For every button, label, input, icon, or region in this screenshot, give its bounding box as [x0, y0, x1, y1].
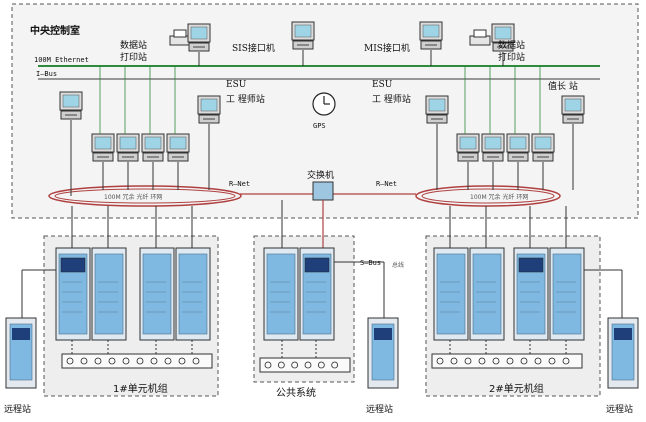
ethernet-label: 100M Ethernet — [34, 56, 89, 64]
remote-station-right-cabinet — [607, 317, 639, 389]
rnet-left-label: R—Net — [229, 180, 251, 188]
unit2-controller-cabinet-3 — [513, 247, 549, 341]
remote-station-left-label: 远程站 — [4, 405, 32, 415]
sbus-label: S—Bus — [360, 259, 382, 267]
unit1-controller-cabinet-3 — [139, 247, 175, 341]
operator-station-left-1-icon — [91, 133, 115, 162]
unit2-controller-cabinet-4 — [549, 247, 585, 341]
unit1-controller-cabinet-1 — [55, 247, 91, 341]
ibus-workstation-icon — [59, 91, 83, 120]
data-station-right-monitor-icon — [491, 23, 515, 52]
esu-left-label: ESU — [226, 80, 247, 90]
mis-interface-monitor-icon — [419, 21, 443, 50]
rnet-right-label: R—Net — [376, 180, 398, 188]
print-station-right-line2: 打印站 — [498, 53, 526, 63]
unit1-field-device-strip — [61, 353, 213, 369]
unit2-field-device-strip — [431, 353, 583, 369]
sis-interface-label: SIS接口机 — [232, 44, 275, 54]
print-station-left-line2: 打印站 — [120, 53, 148, 63]
unit2-controller-cabinet-1 — [433, 247, 469, 341]
data-station-right-line1: 数据站 — [498, 41, 526, 51]
common-controller-cabinet-1 — [263, 247, 299, 341]
engineer-station-left-label: 工 程师站 — [226, 95, 265, 105]
duty-station-workstation-icon — [561, 95, 585, 124]
data-station-left-monitor-icon — [187, 23, 211, 52]
unit1-controller-cabinet-2 — [91, 247, 127, 341]
duty-station-label: 值长 站 — [548, 82, 578, 92]
mis-interface-label: MIS接口机 — [364, 44, 410, 54]
unit2-controller-cabinet-2 — [469, 247, 505, 341]
ibus-label: I—Bus — [36, 70, 58, 78]
engineer-station-right-label: 工 程师站 — [372, 95, 411, 105]
ring-right-text: 100M 冗余 光纤 环网 — [470, 194, 529, 201]
common-field-device-strip — [259, 357, 351, 373]
common-system-label: 公共系统 — [276, 388, 316, 399]
unit1-label: 1#单元机组 — [113, 384, 168, 395]
remote-station-left-cabinet — [5, 317, 37, 389]
printer-right-icon — [469, 29, 491, 46]
operator-station-left-4-icon — [166, 133, 190, 162]
printer-left-icon — [169, 29, 191, 46]
operator-station-right-2-icon — [481, 133, 505, 162]
esu-right-label: ESU — [372, 80, 393, 90]
data-station-left-line1: 数据站 — [120, 41, 148, 51]
switch-icon — [312, 181, 334, 201]
sis-interface-monitor-icon — [291, 21, 315, 50]
rnet-ring-right — [415, 185, 561, 207]
sbus-note: 总线 — [392, 262, 405, 269]
operator-station-right-4-icon — [531, 133, 555, 162]
remote-station-mid-label: 远程站 — [366, 405, 394, 415]
ring-left-text: 100M 冗余 光纤 环网 — [104, 194, 163, 201]
operator-station-right-3-icon — [506, 133, 530, 162]
rnet-ring-left — [48, 185, 242, 207]
remote-station-mid-cabinet — [367, 317, 399, 389]
esu-left-workstation-icon — [197, 95, 221, 124]
unit1-controller-cabinet-4 — [175, 247, 211, 341]
operator-station-left-3-icon — [141, 133, 165, 162]
common-controller-cabinet-2 — [299, 247, 335, 341]
switch-label: 交换机 — [307, 171, 335, 181]
unit2-label: 2#单元机组 — [489, 384, 544, 395]
remote-station-right-label: 远程站 — [606, 405, 634, 415]
gps-label: GPS — [313, 122, 326, 130]
operator-station-left-2-icon — [116, 133, 140, 162]
control-room-title: 中央控制室 — [30, 26, 80, 37]
operator-station-right-1-icon — [456, 133, 480, 162]
esu-right-workstation-icon — [425, 95, 449, 124]
